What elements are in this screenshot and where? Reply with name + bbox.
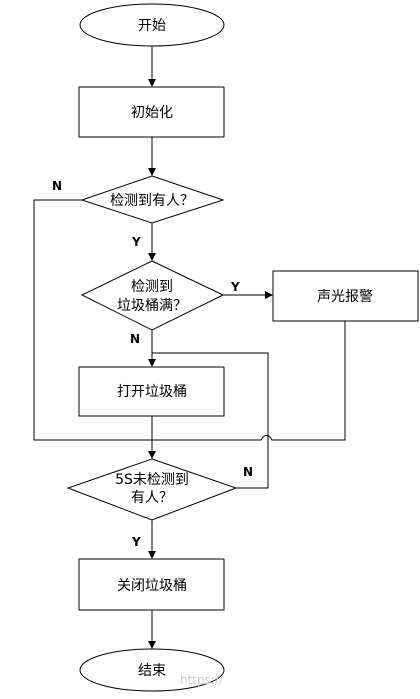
node-init-label: 初始化 [131, 104, 173, 121]
edge-detect-no-loop [33, 199, 152, 441]
node-bin-full-label-2: 垃圾桶满？ [117, 298, 187, 314]
node-no-person-5s-label-1: 5S未检测到 [115, 472, 189, 488]
node-end-label: 结束 [138, 663, 166, 679]
node-open-bin-label: 打开垃圾桶 [117, 383, 187, 400]
edge-label-binfull-yes: Y [230, 280, 240, 294]
edge-label-5s-no: N [243, 465, 253, 479]
node-bin-full-label-1: 检测到 [131, 279, 173, 295]
node-open-bin: 打开垃圾桶 [78, 366, 225, 417]
watermark: https:// [180, 673, 224, 687]
node-start: 开始 [79, 3, 225, 47]
edge-label-5s-yes: Y [131, 535, 141, 549]
connectors [33, 46, 346, 649]
node-alarm-label: 声光报警 [317, 289, 373, 305]
node-init: 初始化 [78, 86, 225, 138]
edge-5s-no-loop [152, 352, 269, 489]
edge-label-detect-yes: Y [131, 235, 141, 249]
node-close-bin: 关闭垃圾桶 [78, 558, 225, 611]
edge-label-detect-no: N [52, 179, 62, 193]
node-no-person-5s-label-2: 有人？ [131, 490, 173, 506]
node-detect-person-label: 检测到有人？ [110, 193, 194, 209]
node-bin-full: 检测到 垃圾桶满？ [80, 260, 225, 331]
node-close-bin-label: 关闭垃圾桶 [117, 578, 187, 594]
node-end: 结束 [79, 648, 225, 692]
edge-alarm-return [152, 321, 346, 441]
node-start-label: 开始 [138, 18, 166, 34]
node-no-person-5s: 5S未检测到 有人？ [66, 458, 238, 521]
node-alarm: 声光报警 [272, 270, 419, 322]
node-detect-person: 检测到有人？ [80, 175, 225, 224]
edge-label-binfull-no: N [130, 332, 140, 346]
